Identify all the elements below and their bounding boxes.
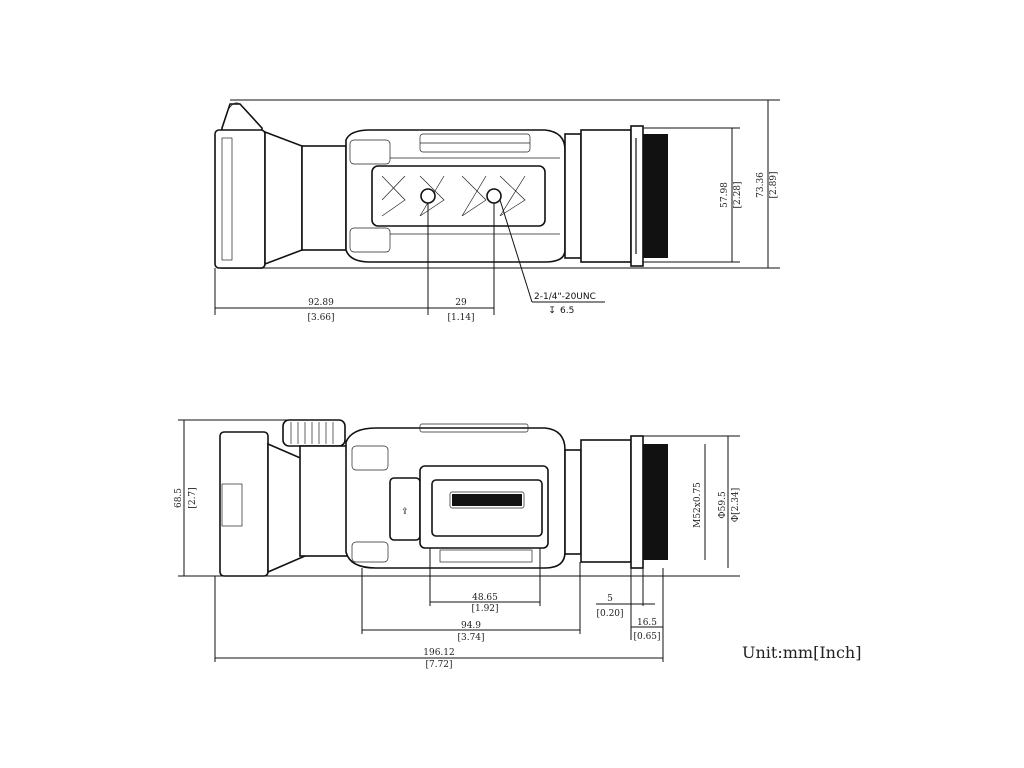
top-view: 92.89 [3.66] 29 [1.14] 2-1/4"-20UNC ↧ 6.…	[214, 99, 780, 323]
dim-73-36-mm: 73.36	[756, 172, 766, 198]
thread-callout: 2-1/4"-20UNC	[534, 292, 596, 302]
thread-depth-symbol-icon: ↧	[548, 306, 556, 316]
dim-5-inch: [0.20]	[596, 609, 623, 619]
focus-ring-knurl	[635, 134, 668, 258]
dim-29-inch: [1.14]	[447, 313, 474, 323]
dim-5-mm: 5	[607, 594, 613, 604]
dim-92-89-inch: [3.66]	[307, 313, 334, 323]
unit-label: Unit:mm[Inch]	[742, 643, 861, 662]
side-view: ⇪ 68.5 [2.7] 48.65 [1.92] 94.9 [3.74]	[174, 419, 741, 670]
dim-196-12-inch: [7.72]	[425, 660, 452, 670]
dim-48-65-mm: 48.65	[472, 593, 498, 603]
dim-48-65-inch: [1.92]	[471, 604, 498, 614]
dim-59-5-inch: Φ[2.34]	[731, 488, 741, 522]
dim-68-5-inch: [2.7]	[188, 487, 198, 508]
dim-94-9-mm: 94.9	[461, 621, 481, 631]
dim-73-36-inch: [2.89]	[769, 171, 779, 198]
thread-spec: M52x0.75	[693, 482, 703, 528]
dim-57-98-inch: [2.28]	[733, 181, 743, 208]
display-window	[452, 494, 522, 506]
mount-hole-1-icon	[420, 188, 436, 204]
lens-knurl	[643, 444, 668, 560]
usb-port-icon: ⇪	[401, 507, 409, 517]
dim-57-98-mm: 57.98	[720, 182, 730, 208]
mount-hole-2-icon	[486, 188, 502, 204]
dim-92-89-mm: 92.89	[308, 298, 334, 308]
dim-59-5-mm: Φ59.5	[718, 491, 728, 519]
dim-16-5-mm: 16.5	[637, 618, 657, 628]
dim-68-5-mm: 68.5	[174, 488, 184, 508]
dim-94-9-inch: [3.74]	[457, 633, 484, 643]
dim-16-5-inch: [0.65]	[633, 632, 660, 642]
dim-196-12-mm: 196.12	[423, 648, 455, 658]
dim-29-mm: 29	[455, 298, 467, 308]
thread-depth: 6.5	[560, 306, 574, 316]
